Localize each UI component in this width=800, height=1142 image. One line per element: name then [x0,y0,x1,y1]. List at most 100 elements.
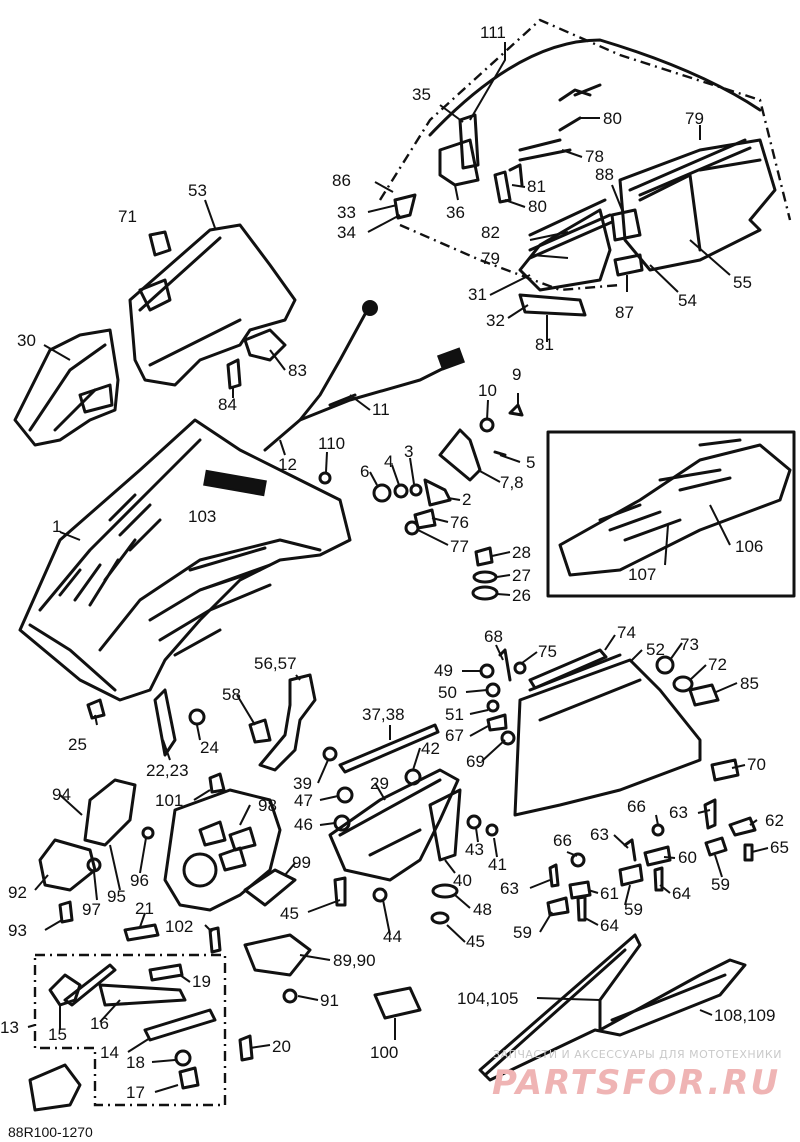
callout-34: 34 [337,223,356,242]
callout-81: 81 [527,177,546,196]
callout-40: 40 [453,871,472,890]
callout-2: 2 [462,490,471,509]
callout-71: 71 [118,207,137,226]
callout-24: 24 [200,738,219,757]
callout-66: 66 [553,831,572,850]
watermark-subtitle: ЗАПЧАСТИ И АКСЕССУАРЫ ДЛЯ МОТОТЕХНИКИ [493,1048,782,1061]
callout-labels: 111 35 80 79 78 86 81 88 33 80 36 34 82 … [0,23,789,1102]
hood-1 [18,418,352,702]
callout-83: 83 [288,361,307,380]
callout-18: 18 [126,1053,145,1072]
callout-5: 5 [526,453,535,472]
windshield-assembly [378,18,792,317]
callout-52: 52 [646,640,665,659]
callout-37-38: 37,38 [362,705,405,724]
hardware-cluster [546,798,757,922]
callout-19: 19 [192,972,211,991]
callout-64: 64 [600,916,619,935]
callout-91: 91 [320,991,339,1010]
callout-99: 99 [292,853,311,872]
callout-60: 60 [678,848,697,867]
callout-66: 66 [627,797,646,816]
callout-26: 26 [512,586,531,605]
callout-25: 25 [68,735,87,754]
callout-102: 102 [165,917,193,936]
lower-left-assembly [38,673,317,954]
callout-30: 30 [17,331,36,350]
callout-63: 63 [500,879,519,898]
callout-63: 63 [590,825,609,844]
callout-31: 31 [468,285,487,304]
callout-27: 27 [512,566,531,585]
callout-101: 101 [155,791,183,810]
callout-80: 80 [603,109,622,128]
callout-10: 10 [478,381,497,400]
callout-22-23: 22,23 [146,761,189,780]
callout-39: 39 [293,774,312,793]
callout-7-8: 7,8 [500,473,524,492]
side-panel-30 [13,328,120,447]
callout-54: 54 [678,291,697,310]
callout-50: 50 [438,683,457,702]
callout-97: 97 [82,900,101,919]
inset-detail-box [546,430,796,598]
watermark: ЗАПЧАСТИ И АКСЕССУАРЫ ДЛЯ МОТОТЕХНИКИ PA… [492,1048,782,1103]
callout-55: 55 [733,273,752,292]
callout-74: 74 [617,623,636,642]
callout-44: 44 [383,927,402,946]
callout-92: 92 [8,883,27,902]
callout-45: 45 [280,904,299,923]
callout-81: 81 [535,335,554,354]
callout-42: 42 [421,739,440,758]
callout-111: 111 [480,23,506,42]
small-fasteners-right [479,648,527,746]
callout-11: 11 [372,400,390,419]
callout-6: 6 [360,462,369,481]
callout-36: 36 [446,203,465,222]
cable-harness [263,300,466,452]
callout-1: 1 [52,517,61,536]
callout-28: 28 [512,543,531,562]
callout-58: 58 [222,685,241,704]
callout-103: 103 [188,507,216,526]
callout-49: 49 [434,661,453,680]
callout-80: 80 [528,197,547,216]
callout-89-90: 89,90 [333,951,376,970]
callout-15: 15 [48,1025,67,1044]
callout-77: 77 [450,537,469,556]
callout-107: 107 [628,565,656,584]
callout-104-105: 104,105 [457,989,518,1008]
callout-59: 59 [513,923,532,942]
pad-parts [243,933,422,1020]
callout-86: 86 [332,171,351,190]
callout-67: 67 [445,726,464,745]
callout-87: 87 [615,303,634,322]
callout-98: 98 [258,796,277,815]
callout-70: 70 [747,755,766,774]
callout-84: 84 [218,395,237,414]
callout-46: 46 [294,815,313,834]
leader-lines [27,42,769,1093]
fastener-stack [471,546,499,601]
callout-21: 21 [135,899,154,918]
callout-63: 63 [669,803,688,822]
drawing-code: 88R100-1270 [8,1124,93,1140]
callout-82: 82 [481,223,500,242]
callout-48: 48 [473,900,492,919]
callout-108-109: 108,109 [714,1006,775,1025]
callout-13: 13 [0,1018,19,1037]
callout-14: 14 [100,1043,119,1062]
callout-35: 35 [412,85,431,104]
callout-59: 59 [711,875,730,894]
callout-56-57: 56,57 [254,654,297,673]
side-cover-52 [513,648,740,817]
callout-9: 9 [512,365,521,384]
callout-41: 41 [488,855,507,874]
callout-73: 73 [680,635,699,654]
callout-85: 85 [740,674,759,693]
callout-62: 62 [765,811,784,830]
callout-94: 94 [52,785,71,804]
callout-106: 106 [735,537,763,556]
callout-51: 51 [445,705,464,724]
